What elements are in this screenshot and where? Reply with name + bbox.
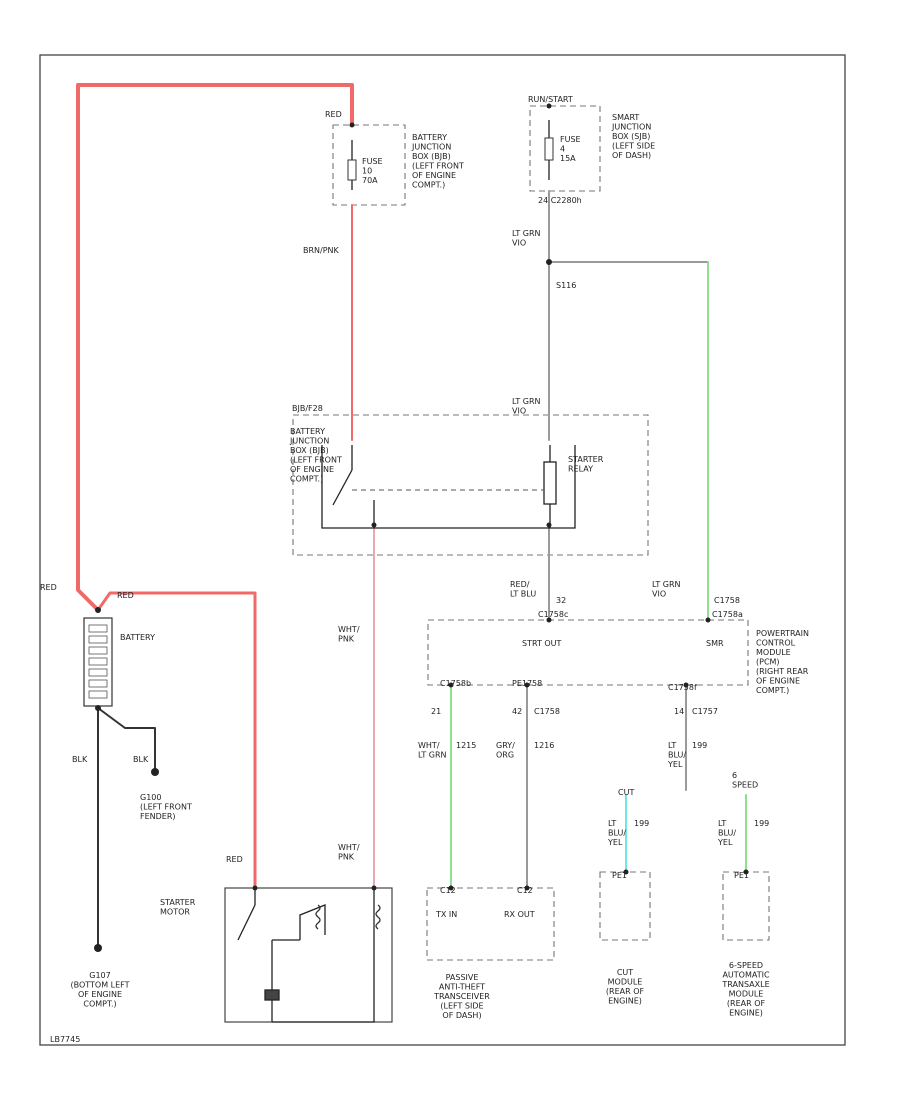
label-strt-out: STRT OUT [522,639,562,648]
label-six-199: 199 [754,819,769,828]
label-conn-b: PE1758 [512,679,542,688]
label-wire-1215: 1215 [456,741,476,750]
label-wire-1216: 1216 [534,741,554,750]
label-conn-c: C1758f [668,683,697,692]
label-red-bat: RED [40,583,57,592]
label-red-ltblu: RED/LT BLU [510,580,536,599]
red-starter-wire [96,591,257,890]
label-bjb-conn: BJB/F28 [292,404,323,413]
red-battery-wire [76,83,354,612]
label-battery: BATTERY [120,633,155,642]
pcm-box [427,619,749,686]
sjb-fuse-box [529,105,601,192]
g107-ground-icon [94,944,102,952]
starter-coil-icon [315,904,381,930]
label-c2280: 24 C2280h [538,196,582,205]
label-smr: SMR [706,639,724,648]
battery-cells [88,624,108,699]
label-tx-in: TX IN [435,910,457,919]
bjb-fuse-box [332,124,406,206]
label-figure-id: LB7745 [50,1035,80,1044]
label-pin-c: 14 [674,707,684,716]
label-pats-c1: C12 [440,886,456,895]
label-run-start: RUN/START [528,95,573,104]
connector-dots [95,103,749,891]
battery-body [83,617,113,707]
label-wire-199: 199 [692,741,707,750]
label-six-module-conn: PE1 [734,871,749,880]
cut-module-box [599,871,651,941]
label-cut-module-conn: PE1 [612,871,627,880]
pats-box [426,887,555,961]
label-blk: BLK [72,755,88,764]
label-c1758c: C1758c [538,610,568,619]
starter-motor-box [224,887,393,1023]
label-cut-199: 199 [634,819,649,828]
fuse-10-body [347,159,357,181]
label-pin32: 32 [556,596,566,605]
bjb-relay-box [292,414,649,556]
label-rx-out: RX OUT [504,910,535,919]
label-gry-org: GRY/ORG [496,741,515,760]
g100-ground-icon [151,768,159,776]
six-speed-module-box [722,871,770,941]
blk-g100-wire [97,707,156,771]
label-wht-pnk-2: WHT/PNK [338,843,360,862]
label-cut: CUT [618,788,634,797]
label-red-starter: RED [226,855,243,864]
starter-motor-symbol [237,888,375,1023]
label-wht-pnk-1: WHT/PNK [338,625,360,644]
starter-relay-symbol [321,445,576,529]
label-pin-c-conn: C1757 [692,707,718,716]
label-c1758-pcm: C1758 [714,596,740,605]
label-pin-b: 42 [512,707,522,716]
label-red-top: RED [325,110,342,119]
label-pcm-conn: C1758a [712,610,743,619]
diagram-frame [39,54,846,1046]
label-pats-c2: C12 [517,886,533,895]
label-s116: S116 [556,281,576,290]
label-red-bat2: RED [117,591,134,600]
label-pin-b-conn: C1758 [534,707,560,716]
label-wht-ltgrn: WHT/LT GRN [418,741,447,760]
fuse-4-body [544,137,554,161]
label-conn-a: C1758b [440,679,471,688]
label-pin-a: 21 [431,707,441,716]
label-blk2: BLK [133,755,149,764]
label-brn-pnk: BRN/PNK [303,246,340,255]
